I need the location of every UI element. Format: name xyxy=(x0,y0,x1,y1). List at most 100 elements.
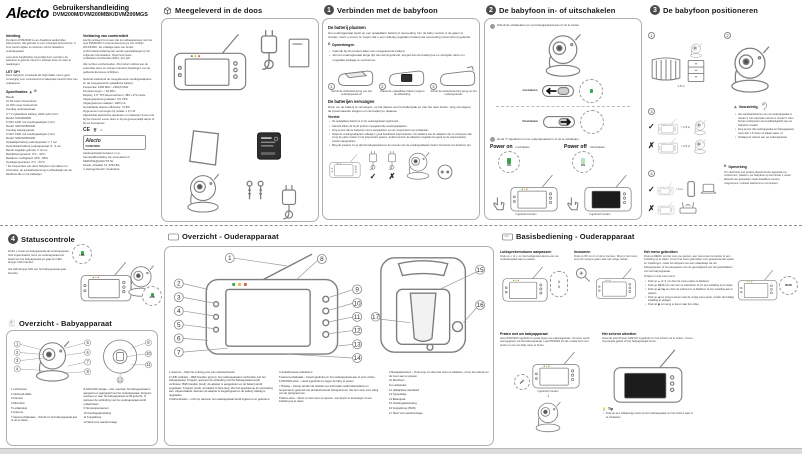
fold-cut-line xyxy=(0,225,802,226)
switch-zoom-circle-off xyxy=(580,109,604,134)
phone-icon xyxy=(685,180,697,198)
step1-illustration xyxy=(337,70,373,86)
power-on-figure: Power on Inschakelen ON Ingedrukt houden xyxy=(490,144,562,217)
adapter-wrong-illustration xyxy=(384,150,400,172)
parentoverview-header: Overzicht - Ouderapparaat xyxy=(168,232,279,241)
alecto-logo: Alecto xyxy=(6,5,49,22)
svg-text:11: 11 xyxy=(354,314,361,321)
section3-header: 3 De babyfoon positioneren xyxy=(650,5,758,15)
section2-title: De babyfoon in- of uitschakelen xyxy=(499,5,616,15)
camera-on-dresser xyxy=(688,42,704,58)
parent-small xyxy=(657,182,674,196)
camera-power-illustration xyxy=(403,149,433,181)
parent-small xyxy=(657,118,679,135)
svg-text:17: 17 xyxy=(372,314,380,321)
note-text: Om storfrictie met andere elektronische … xyxy=(724,170,791,185)
section4-header: 4 Statuscontrole xyxy=(8,234,75,244)
screen-off-heading: Het scherm uitzetten xyxy=(602,332,637,336)
slide-switch-text: Schuif de schakelaar om uw babyapparaat … xyxy=(497,23,581,27)
notes-heading: Opmerkingen xyxy=(331,42,355,47)
svg-text:8: 8 xyxy=(320,256,324,263)
required-list: De oplaadbare batterij is in het ouderap… xyxy=(328,120,474,147)
distance-label-gt: > 1,5 m xyxy=(680,124,691,129)
step3-number: 3 xyxy=(430,82,437,90)
included-header: Meegeleverd in de doos xyxy=(163,6,262,15)
link-led-circle: LINK xyxy=(72,244,92,264)
section1-number: 1 xyxy=(324,5,334,15)
status-paragraph2: Het LED-lampje AAN van het babyapparaat … xyxy=(8,268,66,275)
switch-on-row: Inschakelen xyxy=(490,78,636,103)
screen-off-monitor-illustration xyxy=(610,347,686,405)
paper-illustration xyxy=(186,125,224,169)
section3-number: 3 xyxy=(650,5,660,15)
svg-text:9: 9 xyxy=(355,287,359,294)
adapter-illustration xyxy=(254,27,284,75)
fig1-number: 1 xyxy=(648,32,655,39)
aan-led-circle: AAN xyxy=(142,286,162,306)
parent-small xyxy=(657,137,679,154)
laptop-icon xyxy=(699,182,718,196)
svg-text:7: 7 xyxy=(86,359,89,364)
parentoverview-title: Overzicht - Ouderapparaat xyxy=(182,232,279,241)
cross-mark: ✗ xyxy=(648,141,655,150)
page-bottom-edge xyxy=(0,448,802,454)
monitor-icon xyxy=(168,233,179,240)
positioning-fig1: 1 1,5 m xyxy=(648,24,714,94)
volume-heading: Luidsprekervolume aanpassen xyxy=(500,250,552,254)
manual-models: DVM200M/DVM200MBK/DVM200MGS xyxy=(52,12,148,18)
baby-unit-callout-front: 1 2 3 4 5 6 7 8 xyxy=(13,339,91,382)
power-on-label: Power on xyxy=(490,144,513,150)
section1-header: 1 Verbinden met de babyfoon xyxy=(324,5,438,15)
status-paragraph1: Zodra u zowel uw babyapparaat als oudera… xyxy=(8,250,69,265)
step2-illustration xyxy=(388,70,424,86)
menu-monitor-illustration xyxy=(736,268,779,302)
specs-heading: Specificaties xyxy=(6,89,28,94)
svg-text:8: 8 xyxy=(86,369,89,374)
baby-legend-right: 8 AAN/LINK-lampje – Aan: wanneer het bab… xyxy=(83,388,152,425)
note-icon: 🗈 xyxy=(328,41,331,46)
battery-steps: 1 Schuif de achterbehuizing van het oude… xyxy=(328,64,477,97)
svg-text:7: 7 xyxy=(177,349,181,356)
included-panel xyxy=(161,18,319,222)
check-mark: ✓ xyxy=(648,122,655,131)
menu-text: Druk op MENU om het menu te openen, een … xyxy=(644,254,734,273)
basics-header: Basisbediening - Ouderapparaat xyxy=(502,232,634,241)
parent-on-illustration xyxy=(508,173,560,213)
slider-on-illustration xyxy=(541,84,575,98)
section3-title: De babyfoon positioneren xyxy=(663,5,758,15)
check-mark: ✓ xyxy=(648,184,655,194)
note-block: 🗈 Opmerking Om storfrictie met andere el… xyxy=(724,162,792,216)
box-icon xyxy=(164,7,171,15)
volume-buttons-zoom: ∧∨ xyxy=(550,271,568,298)
spec-list-right: Gebruik uitsluitend de meegeleverde voed… xyxy=(83,76,155,126)
bullet-dot xyxy=(490,23,495,29)
screws-illustration xyxy=(244,179,268,203)
talk-caption: Ingedrukt houden xyxy=(537,389,559,393)
babyoverview-panel: 1 2 3 4 5 6 7 8 xyxy=(6,330,158,446)
step3-illustration xyxy=(439,65,475,86)
menu-column: Het menu gebruiken Druk op MENU om het m… xyxy=(644,248,734,308)
switch-on-label: Inschakelen xyxy=(522,89,538,92)
section2-header: 2 De babyfoon in- of uitschakelen xyxy=(486,5,615,15)
router-icon xyxy=(677,200,699,216)
basics-title: Basisbediening - Ouderapparaat xyxy=(516,232,635,241)
zoom-column: Inzoomen Druk op OK om in of uit te zoom… xyxy=(574,248,638,302)
volume-column: Luidsprekervolume aanpassen Druk op ∧ of… xyxy=(500,248,568,303)
svg-text:12: 12 xyxy=(118,377,123,382)
caution-block: ⚠ Voorzichtig Het standaardvolume van uw… xyxy=(734,100,796,154)
parent-legend-col3: 9 Navigatietoetsen – Druk erop om door h… xyxy=(389,371,489,415)
dresser-illustration xyxy=(686,58,706,84)
caution-heading: Voorzichtig xyxy=(738,105,758,109)
section4-number: 4 xyxy=(8,234,18,244)
note-heading: Opmerking xyxy=(728,165,747,169)
conformity-paragraph2: Alle rechten voorbehouden. Dit product v… xyxy=(83,63,151,74)
manual-title: Gebruikershandleiding xyxy=(52,5,130,12)
fig2-number: 2 xyxy=(724,32,731,39)
menu-heading: Het menu gebruiken xyxy=(644,250,678,254)
svg-text:5: 5 xyxy=(177,322,181,329)
status-text: Zodra u zowel uw babyapparaat als oudera… xyxy=(8,250,70,276)
parent-legend-col1: 1 Antenne – Klap het omhoog voor een opt… xyxy=(169,371,273,402)
